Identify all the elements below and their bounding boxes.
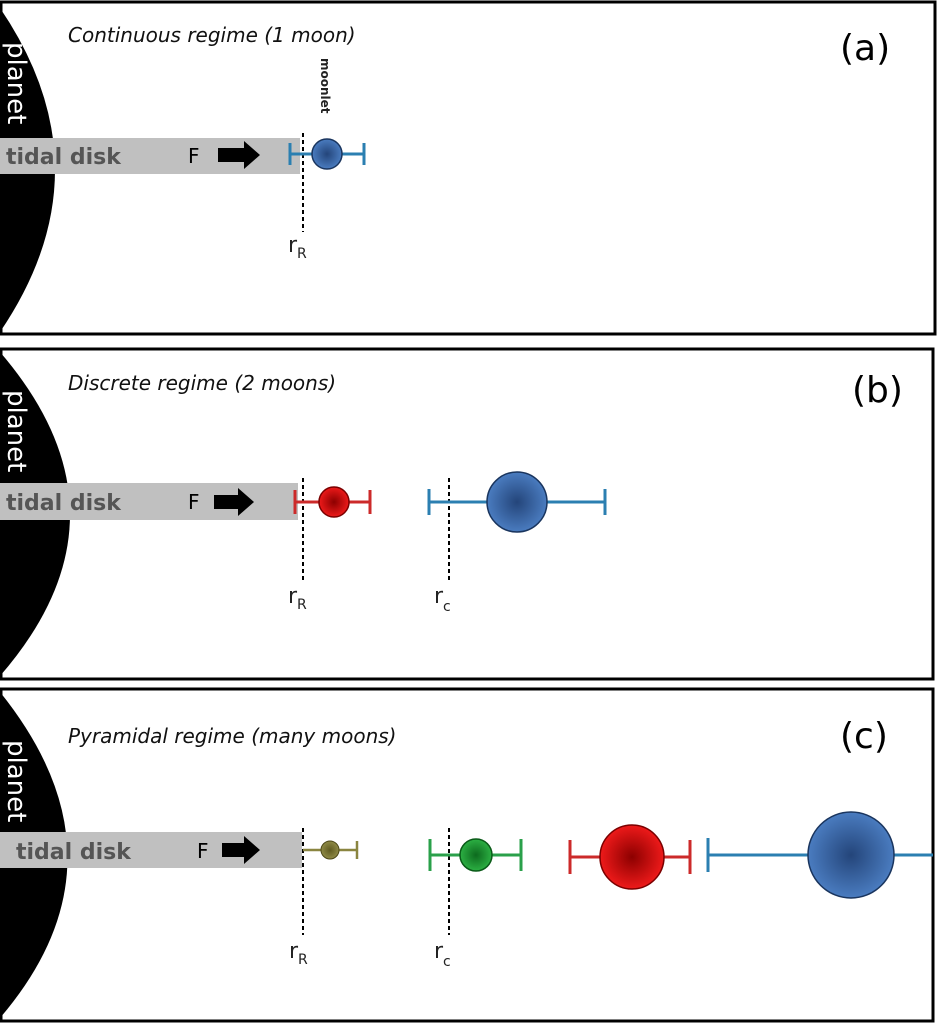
moon-c-blue: [706, 811, 933, 899]
moon-c-green: [428, 838, 523, 872]
roche-limit-label-a: rR: [288, 233, 307, 262]
roche-limit-label-b: rR: [288, 584, 307, 613]
planet-label-b: planet: [1, 390, 31, 472]
panel-b-title: Discrete regime (2 moons): [68, 371, 336, 395]
planet-label-c: planet: [1, 740, 31, 822]
tidal-disk-label-c: tidal disk: [16, 840, 132, 865]
force-label-a: F: [188, 144, 200, 168]
planet-label-a: planet: [1, 42, 31, 124]
moon-b-blue: [427, 471, 607, 533]
critical-radius-label-b: rc: [434, 584, 451, 615]
moon-a-blue: [288, 138, 366, 170]
panel-a: planet tidal disk F rR moonlet Continuou…: [0, 0, 937, 336]
roche-limit-label-c: rR: [289, 939, 308, 968]
panel-c: planet tidal disk F rR rc: [0, 687, 935, 1023]
panel-b: planet tidal disk F rR rc Discrete regim…: [0, 347, 935, 681]
panel-b-label: (b): [852, 370, 903, 411]
moonlet-label: moonlet: [318, 58, 332, 114]
critical-radius-label-c: rc: [434, 939, 451, 970]
panel-c-label: (c): [840, 716, 888, 757]
panel-c-title: Pyramidal regime (many moons): [68, 724, 396, 748]
force-arrow-a: [218, 141, 260, 169]
panel-b-frame: [0, 347, 935, 681]
panel-a-title: Continuous regime (1 moon): [68, 23, 356, 47]
force-arrow-b: [214, 488, 254, 516]
moon-c-olive: [303, 840, 359, 860]
tidal-disk-label-a: tidal disk: [6, 145, 122, 170]
panel-a-label: (a): [840, 28, 890, 69]
force-label-c: F: [197, 839, 209, 863]
moon-b-red: [293, 486, 372, 518]
moon-c-red: [568, 824, 692, 890]
force-arrow-c: [222, 836, 260, 864]
tidal-disk-label-b: tidal disk: [6, 491, 122, 516]
force-label-b: F: [188, 490, 200, 514]
